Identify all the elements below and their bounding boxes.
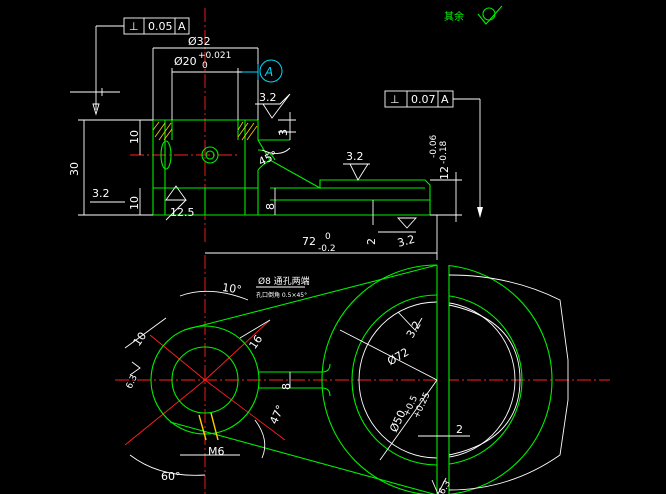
dim-2-front: 2 [365, 200, 378, 245]
svg-text:10°: 10° [221, 281, 242, 297]
roughness-bottom-plan: 6.3 [431, 477, 453, 494]
upper-tangent [183, 264, 438, 331]
svg-text:M6: M6 [208, 445, 225, 458]
svg-text:-0.2: -0.2 [318, 244, 336, 254]
svg-text:0.05: 0.05 [148, 20, 173, 33]
svg-text:10: 10 [128, 196, 141, 210]
boss-inner-circle [171, 346, 239, 414]
datum-a: A [242, 59, 283, 83]
dim-dia-72: Ø72 [339, 329, 438, 381]
svg-text:30: 30 [68, 162, 81, 176]
svg-text:Ø20: Ø20 [174, 55, 197, 68]
svg-text:12: 12 [438, 166, 451, 180]
roughness-bottom: 3.2 [378, 217, 418, 250]
lower-tangent [169, 421, 436, 494]
dim-30: 30 [68, 119, 153, 216]
dim-dia-20: Ø20 +0.021 0 [171, 51, 258, 120]
svg-text:12.5: 12.5 [170, 206, 195, 219]
svg-text:60°: 60° [161, 470, 181, 483]
dim-10-lower: 10 [128, 188, 141, 215]
default-roughness-note: 其余 [444, 5, 503, 25]
svg-text:3.2: 3.2 [404, 319, 424, 341]
front-hole [201, 146, 219, 164]
roughness-left-plan: 6.3 [125, 361, 141, 391]
svg-text:0: 0 [202, 61, 208, 71]
dim-3: 3 [277, 112, 296, 140]
threaded-hole-m6 [198, 412, 219, 441]
dim-8-front: 8 [264, 188, 277, 215]
svg-text:Ø32: Ø32 [188, 35, 211, 48]
roughness-mid: 3.2 [343, 150, 370, 181]
svg-text:3.2: 3.2 [346, 150, 364, 163]
dim-10-upper: 10 [128, 120, 141, 155]
roughness-plan: 3.2 [397, 311, 424, 341]
svg-text:-0.18: -0.18 [439, 140, 449, 164]
angle-10: 10° [179, 281, 249, 301]
svg-text:2: 2 [365, 238, 378, 245]
svg-text:+0.021: +0.021 [198, 51, 231, 61]
roughness-icon [477, 5, 503, 25]
dim-72: 72 0 -0.2 [205, 215, 438, 260]
dim-12: 12 -0.06 -0.18 [429, 134, 462, 222]
svg-text:孔口倒角 0.5×45°: 孔口倒角 0.5×45° [256, 291, 307, 299]
roughness-top: 3.2 [255, 91, 291, 119]
svg-text:72: 72 [302, 235, 316, 248]
section-hatch-left [152, 121, 173, 141]
svg-text:⊥: ⊥ [129, 20, 139, 33]
angle-60: 60° [129, 454, 206, 483]
svg-text:2: 2 [456, 423, 463, 436]
svg-text:0.07: 0.07 [411, 93, 436, 106]
angle-45: 45° [256, 147, 291, 169]
dim-2-plan: 2 [418, 423, 470, 437]
svg-text:47°: 47° [267, 403, 287, 426]
fcf-top: ⊥ 0.05 A [70, 17, 190, 116]
svg-text:0: 0 [325, 232, 331, 242]
fcf-right: ⊥ 0.07 A [384, 90, 483, 218]
svg-text:3.2: 3.2 [396, 233, 416, 250]
svg-text:A: A [441, 93, 449, 106]
dim-dia-32: Ø32 [152, 35, 259, 120]
svg-text:3.2: 3.2 [259, 91, 277, 104]
svg-text:A: A [264, 65, 273, 79]
roughness-12-5: 12.5 [165, 185, 195, 221]
svg-text:⊥: ⊥ [390, 93, 400, 106]
svg-text:6.3: 6.3 [125, 373, 140, 390]
front-body-outline [152, 119, 431, 216]
svg-text:Ø8 通孔两端: Ø8 通孔两端 [258, 275, 310, 287]
hole-note: Ø8 通孔两端 孔口倒角 0.5×45° [256, 275, 310, 299]
svg-text:6.3: 6.3 [437, 479, 453, 494]
svg-text:A: A [178, 20, 186, 33]
plan-view: 10° Ø8 通孔两端 孔口倒角 0.5×45° 10 16 3.2 Ø72 [115, 255, 610, 494]
svg-text:-0.06: -0.06 [429, 134, 439, 158]
dim-dia-50: Ø50 +0.5 +0.25 [379, 379, 438, 461]
dim-10-plan: 10 [124, 317, 167, 349]
roughness-left: 3.2 [90, 187, 125, 203]
dim-8-plan: 8 [280, 372, 293, 390]
svg-text:8: 8 [264, 203, 277, 210]
svg-text:8: 8 [280, 383, 293, 390]
section-hatch-right [237, 121, 258, 141]
svg-text:3: 3 [277, 129, 290, 136]
front-slot [160, 140, 172, 170]
default-roughness-label: 其余 [444, 10, 464, 23]
split-half-outline [448, 274, 569, 491]
front-view: ⊥ 0.05 A Ø32 Ø20 +0.021 0 [68, 8, 483, 260]
svg-text:45°: 45° [256, 149, 279, 169]
svg-text:3.2: 3.2 [92, 187, 110, 200]
svg-text:10: 10 [128, 130, 141, 144]
thread-m6: M6 [180, 445, 240, 458]
